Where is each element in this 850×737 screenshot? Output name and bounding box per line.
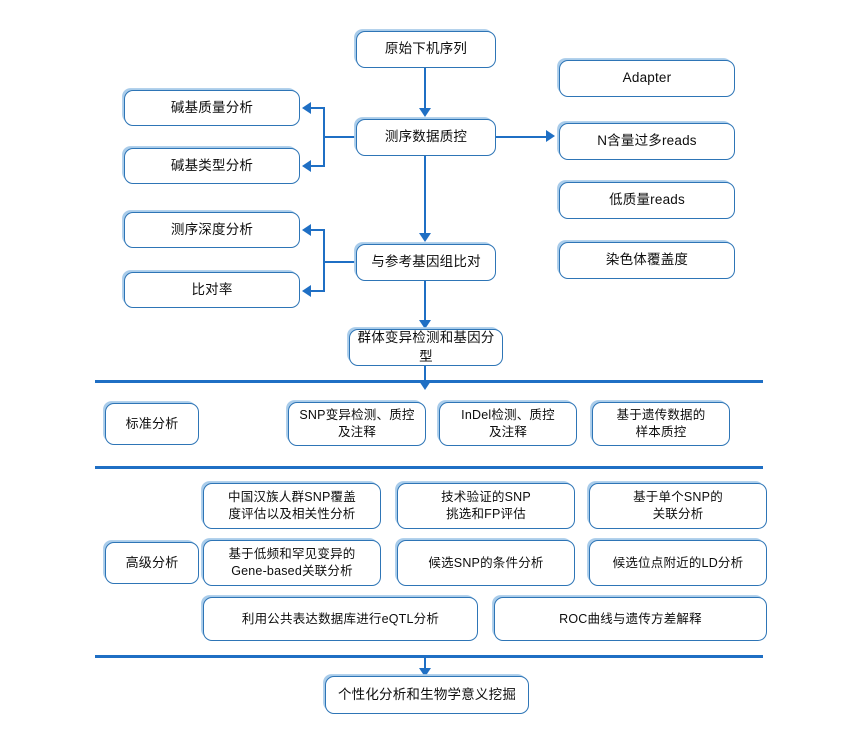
node-mapping-rate[interactable]: 比对率 [124,272,300,308]
connector-align-left-stem [323,261,357,264]
node-technical-validation-snp[interactable]: 技术验证的SNP 挑选和FP评估 [397,483,575,529]
node-candidate-snp-conditional-label: 候选SNP的条件分析 [428,555,544,570]
group-label-standard-analysis[interactable]: 标准分析 [105,403,199,445]
node-genetic-data-sample-qc[interactable]: 基于遗传数据的 样本质控 [592,402,730,446]
node-align-reference-label: 与参考基因组比对 [371,254,481,270]
node-han-chinese-snp-coverage[interactable]: 中国汉族人群SNP覆盖 度评估以及相关性分析 [203,483,381,529]
node-personalized-analysis[interactable]: 个性化分析和生物学意义挖掘 [325,676,529,714]
arrowhead-advanced-to-final [419,668,431,677]
connector-raw-to-qc [424,68,427,110]
node-public-expression-eqtl-label: 利用公共表达数据库进行eQTL分析 [241,611,440,626]
node-adapter-label: Adapter [622,70,672,86]
connector-align-branch-bottom [311,290,325,293]
node-adapter[interactable]: Adapter [559,60,735,97]
node-raw-sequence[interactable]: 原始下机序列 [356,31,496,68]
divider-standard-bottom [95,466,763,469]
connector-qc-to-filters [496,136,548,139]
node-single-snp-association[interactable]: 基于单个SNP的 关联分析 [589,483,767,529]
node-han-snp-coverage-line1: 中国汉族人群SNP覆盖 [228,490,356,505]
node-snp-detection-line1: SNP变异检测、质控 [299,408,415,423]
node-base-quality-analysis[interactable]: 碱基质量分析 [124,90,300,126]
connector-qc-left-stem [323,136,357,139]
node-chromosome-coverage-label: 染色体覆盖度 [605,252,689,268]
connector-qc-branch-bottom [311,165,325,168]
node-indel-detection-qc-annotation[interactable]: InDel检测、质控 及注释 [439,402,577,446]
connector-advanced-to-final [424,655,427,672]
node-roc-genetic-variance-label: ROC曲线与遗传方差解释 [559,611,702,626]
arrowhead-align-to-rate [302,285,311,297]
node-personalized-analysis-label: 个性化分析和生物学意义挖掘 [337,686,517,702]
node-gene-based-line2: Gene-based关联分析 [231,564,353,578]
arrowhead-qc-to-base-type [302,160,311,172]
node-variant-calling-label: 群体变异检测和基因分型 [357,330,495,364]
node-low-quality-reads[interactable]: 低质量reads [559,182,735,219]
node-indel-detection-line1: InDel检测、质控 [461,408,555,423]
node-roc-genetic-variance[interactable]: ROC曲线与遗传方差解释 [494,597,767,641]
group-label-standard-analysis-text: 标准分析 [125,416,179,432]
node-snp-detection-line2: 及注释 [337,425,377,439]
node-sequencing-depth-analysis-label: 测序深度分析 [170,221,254,237]
connector-qc-to-align [424,156,427,235]
connector-align-to-variant [424,281,427,322]
connector-align-left-bus [323,230,326,292]
group-label-advanced-analysis-text: 高级分析 [125,555,179,571]
node-variant-calling[interactable]: 群体变异检测和基因分型 [349,329,503,366]
divider-advanced-bottom [95,655,763,658]
arrowhead-align-to-variant [419,320,431,329]
connector-variant-to-standard [424,366,427,386]
node-single-snp-association-line2: 关联分析 [652,507,704,521]
connector-qc-branch-top [311,107,325,110]
node-genetic-sample-qc-line1: 基于遗传数据的 [616,408,706,423]
node-han-snp-coverage-line2: 度评估以及相关性分析 [228,507,356,521]
node-gene-based-line1: 基于低频和罕见变异的 [228,547,356,562]
node-raw-sequence-label: 原始下机序列 [384,41,468,57]
node-gene-based-association[interactable]: 基于低频和罕见变异的 Gene-based关联分析 [203,540,381,586]
node-sequencing-depth-analysis[interactable]: 测序深度分析 [124,212,300,248]
arrowhead-qc-to-base-quality [302,102,311,114]
group-label-advanced-analysis[interactable]: 高级分析 [105,542,199,584]
connector-qc-left-bus [323,108,326,166]
node-data-qc[interactable]: 测序数据质控 [356,119,496,156]
node-candidate-locus-ld[interactable]: 候选位点附近的LD分析 [589,540,767,586]
node-indel-detection-line2: 及注释 [488,425,528,439]
node-technical-validation-line1: 技术验证的SNP [441,490,531,505]
node-base-type-analysis[interactable]: 碱基类型分析 [124,148,300,184]
node-public-expression-eqtl[interactable]: 利用公共表达数据库进行eQTL分析 [203,597,478,641]
node-base-type-analysis-label: 碱基类型分析 [170,157,254,173]
node-align-reference[interactable]: 与参考基因组比对 [356,244,496,281]
node-snp-detection-qc-annotation[interactable]: SNP变异检测、质控 及注释 [288,402,426,446]
arrowhead-qc-to-align [419,233,431,242]
arrowhead-align-to-depth [302,224,311,236]
arrowhead-qc-to-filters [546,130,555,142]
node-genetic-sample-qc-line2: 样本质控 [635,425,687,439]
node-data-qc-label: 测序数据质控 [384,129,468,145]
node-n-content-reads[interactable]: N含量过多reads [559,123,735,160]
arrowhead-raw-to-qc [419,108,431,117]
node-single-snp-association-line1: 基于单个SNP的 [633,490,723,505]
node-n-content-reads-label: N含量过多reads [597,133,697,149]
node-mapping-rate-label: 比对率 [191,281,233,297]
node-candidate-snp-conditional[interactable]: 候选SNP的条件分析 [397,540,575,586]
node-candidate-locus-ld-label: 候选位点附近的LD分析 [612,555,744,570]
arrowhead-variant-to-standard [419,381,431,390]
node-technical-validation-line2: 挑选和FP评估 [446,507,526,521]
node-low-quality-reads-label: 低质量reads [609,192,685,208]
node-base-quality-analysis-label: 碱基质量分析 [170,99,254,115]
connector-align-branch-top [311,229,325,232]
node-chromosome-coverage[interactable]: 染色体覆盖度 [559,242,735,279]
